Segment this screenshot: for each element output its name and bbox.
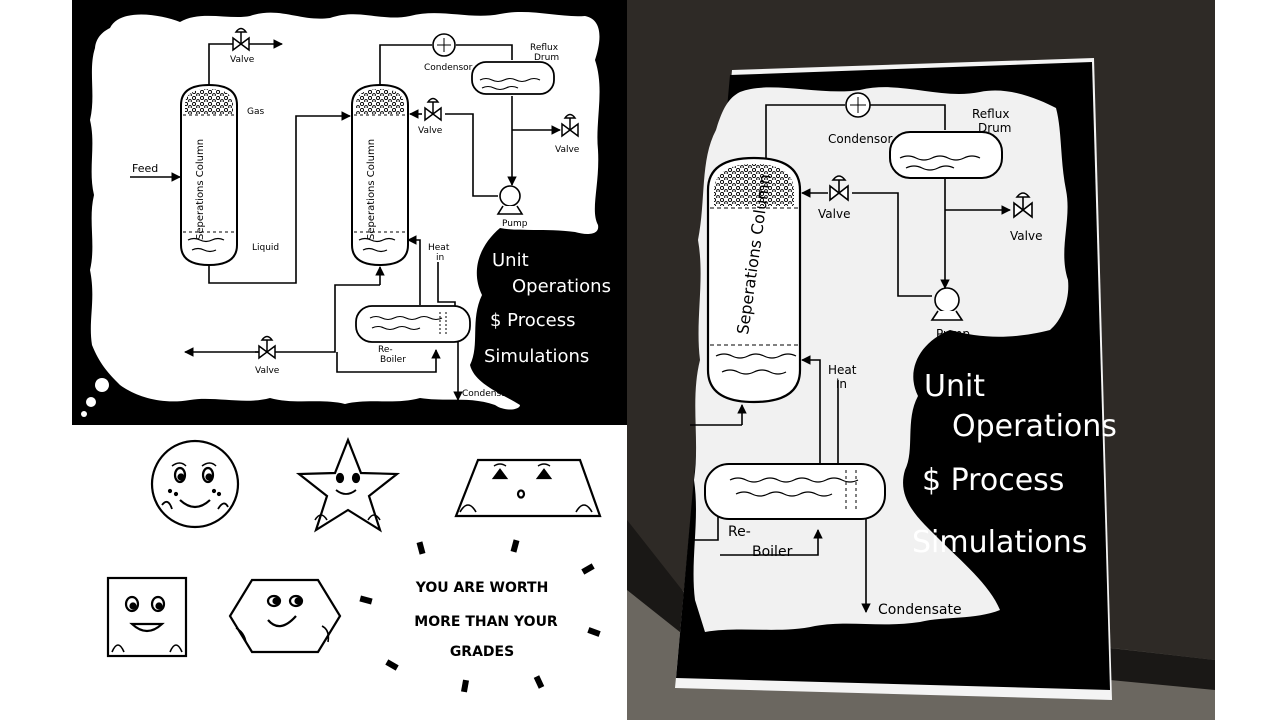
booklet-photo: Condensor Reflux Drum Valve Valve Pump H… xyxy=(627,0,1215,720)
label-pump: Pump xyxy=(502,219,528,229)
booklet: Condensor Reflux Drum Valve Valve Pump H… xyxy=(675,58,1117,700)
motto-rays xyxy=(359,539,601,693)
label-reboiler: Boiler xyxy=(752,544,793,560)
title-line: Operations xyxy=(952,409,1117,444)
label-valve: Valve xyxy=(255,366,280,376)
title-line: $ Process xyxy=(490,310,575,331)
label-condenser: Condensor xyxy=(424,63,473,73)
label-valve: Valve xyxy=(1010,229,1042,243)
title-line: Simulations xyxy=(484,346,589,367)
motto-line: MORE THAN YOUR xyxy=(414,614,558,630)
square-face-sticker xyxy=(106,576,188,658)
reflux-drum xyxy=(471,61,555,95)
title-line: Simulations xyxy=(912,525,1087,560)
motto-text: YOU ARE WORTH MORE THAN YOUR GRADES xyxy=(414,580,558,660)
title-line: Unit xyxy=(492,250,529,271)
label-drum: Drum xyxy=(978,121,1011,135)
valve-symbol xyxy=(561,113,579,138)
label-heat-in: in xyxy=(436,253,444,263)
motto-line: YOU ARE WORTH xyxy=(415,580,549,596)
process-piping xyxy=(130,39,561,401)
label-valve: Valve xyxy=(230,55,255,65)
reboiler-symbol xyxy=(704,463,886,520)
valve-symbol xyxy=(1013,192,1033,219)
pump-symbol xyxy=(496,185,524,215)
thought-bubble-dot xyxy=(86,397,96,407)
condenser-symbol xyxy=(845,92,871,118)
thought-bubble-dot xyxy=(95,378,109,392)
hexagon-face-sticker xyxy=(228,578,342,654)
label-feed: Feed xyxy=(132,162,158,175)
label-heat-in: in xyxy=(836,377,847,391)
thought-bubble-dot xyxy=(81,411,87,417)
label-reboiler: Boiler xyxy=(380,355,406,365)
label-heat: Heat xyxy=(428,243,450,253)
separation-column-1 xyxy=(180,83,238,267)
title-line: Unit xyxy=(924,369,985,404)
poster-title: Unit Operations $ Process Simulations xyxy=(484,250,611,367)
label-reboiler: Re- xyxy=(728,524,751,540)
condenser-symbol xyxy=(432,33,456,57)
pump-symbol xyxy=(930,287,964,321)
trapezoid-face-sticker xyxy=(454,458,602,518)
label-gas: Gas xyxy=(247,107,264,117)
label-reflux: Reflux xyxy=(530,43,559,53)
separation-column-2 xyxy=(351,83,409,267)
valve-symbol xyxy=(829,175,849,202)
title-line: Operations xyxy=(512,276,611,297)
label-reflux: Reflux xyxy=(972,107,1009,121)
valve-symbol xyxy=(232,27,250,52)
valve-symbol xyxy=(424,97,442,122)
label-pump: Pump xyxy=(936,327,970,341)
label-condensate: Condensate xyxy=(878,602,962,618)
title-line: $ Process xyxy=(922,463,1064,498)
label-condensate: Condensate xyxy=(462,389,516,399)
label-valve: Valve xyxy=(818,207,850,221)
label-reboiler: Re- xyxy=(378,345,393,355)
reboiler-symbol xyxy=(355,305,471,343)
valve-symbol xyxy=(258,335,276,360)
label-liquid: Liquid xyxy=(252,243,279,253)
poster-artwork: Valve Gas Feed Liquid Valve Condensor Re… xyxy=(72,0,627,425)
booklet-column xyxy=(706,156,802,404)
circle-face-sticker xyxy=(150,439,240,529)
label-condenser: Condensor xyxy=(828,132,893,146)
sticker-sheet: YOU ARE WORTH MORE THAN YOUR GRADES xyxy=(106,436,602,693)
label-valve: Valve xyxy=(418,126,443,136)
label-column: Seperations Column xyxy=(195,139,206,240)
label-drum: Drum xyxy=(534,53,559,63)
label-heat: Heat xyxy=(828,363,857,377)
label-column: Seperations Column xyxy=(366,139,377,240)
star-face-sticker xyxy=(295,436,401,533)
reflux-drum xyxy=(889,131,1003,179)
motto-line: GRADES xyxy=(450,644,514,660)
booklet-title: Unit Operations $ Process Simulations xyxy=(912,369,1117,560)
label-valve: Valve xyxy=(555,145,580,155)
